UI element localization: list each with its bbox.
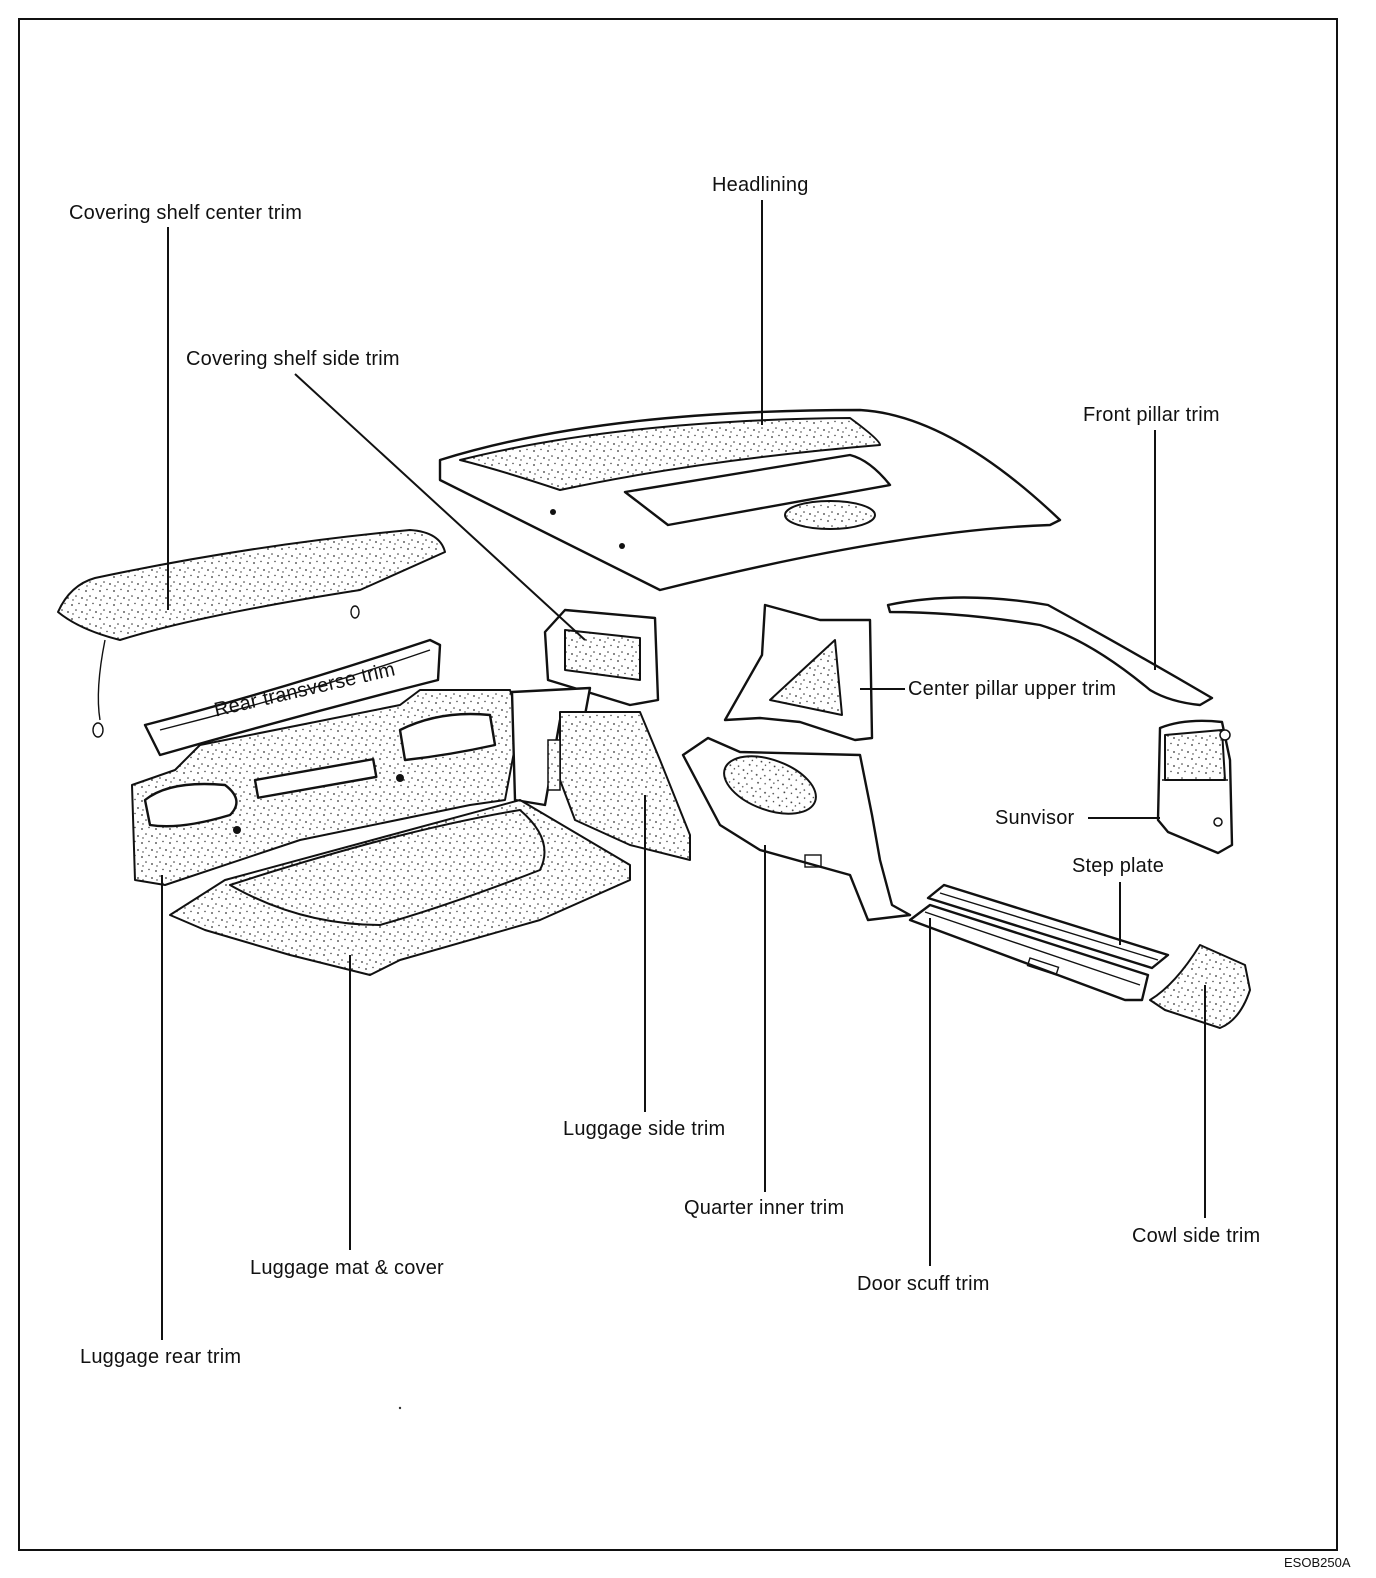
luggage-rear-trim-part [131,689,521,886]
front-pillar-trim-part [886,596,1214,707]
luggage-side-trim-part [510,686,691,861]
label-headlining: Headlining [712,174,809,196]
stray-dot [398,1406,402,1410]
covering-shelf-side-trim-part [543,608,660,707]
step-plate-part [926,883,1170,970]
label-luggage-mat-cover: Luggage mat & cover [250,1257,444,1279]
figure-border [18,18,1338,1551]
covering-shelf-center-trim-part [57,529,446,738]
label-quarter-inner-trim: Quarter inner trim [684,1197,845,1219]
door-scuff-trim-part [908,903,1150,1002]
label-sunvisor: Sunvisor [995,807,1075,829]
label-cowl-side-trim: Cowl side trim [1132,1225,1261,1247]
label-luggage-side-trim: Luggage side trim [563,1118,726,1140]
rear-transverse-trim-part [143,638,442,757]
label-covering-shelf-side-trim: Covering shelf side trim [186,348,400,370]
sunvisor-part [1156,719,1234,855]
leader-lines [161,200,1206,1340]
label-step-plate: Step plate [1072,855,1165,877]
figure-code: ESOB250A [1284,1555,1351,1570]
label-covering-shelf-center-trim: Covering shelf center trim [69,202,303,224]
label-front-pillar-trim: Front pillar trim [1083,404,1220,426]
headlining-part [438,408,1062,592]
center-pillar-upper-trim-part [723,603,874,742]
cowl-side-trim-part [1149,944,1251,1029]
label-luggage-rear-trim: Luggage rear trim [80,1346,242,1368]
quarter-inner-trim-part [681,736,912,922]
label-door-scuff-trim: Door scuff trim [857,1273,990,1295]
luggage-mat-cover-part [169,799,631,976]
label-center-pillar-upper-trim: Center pillar upper trim [908,678,1117,700]
